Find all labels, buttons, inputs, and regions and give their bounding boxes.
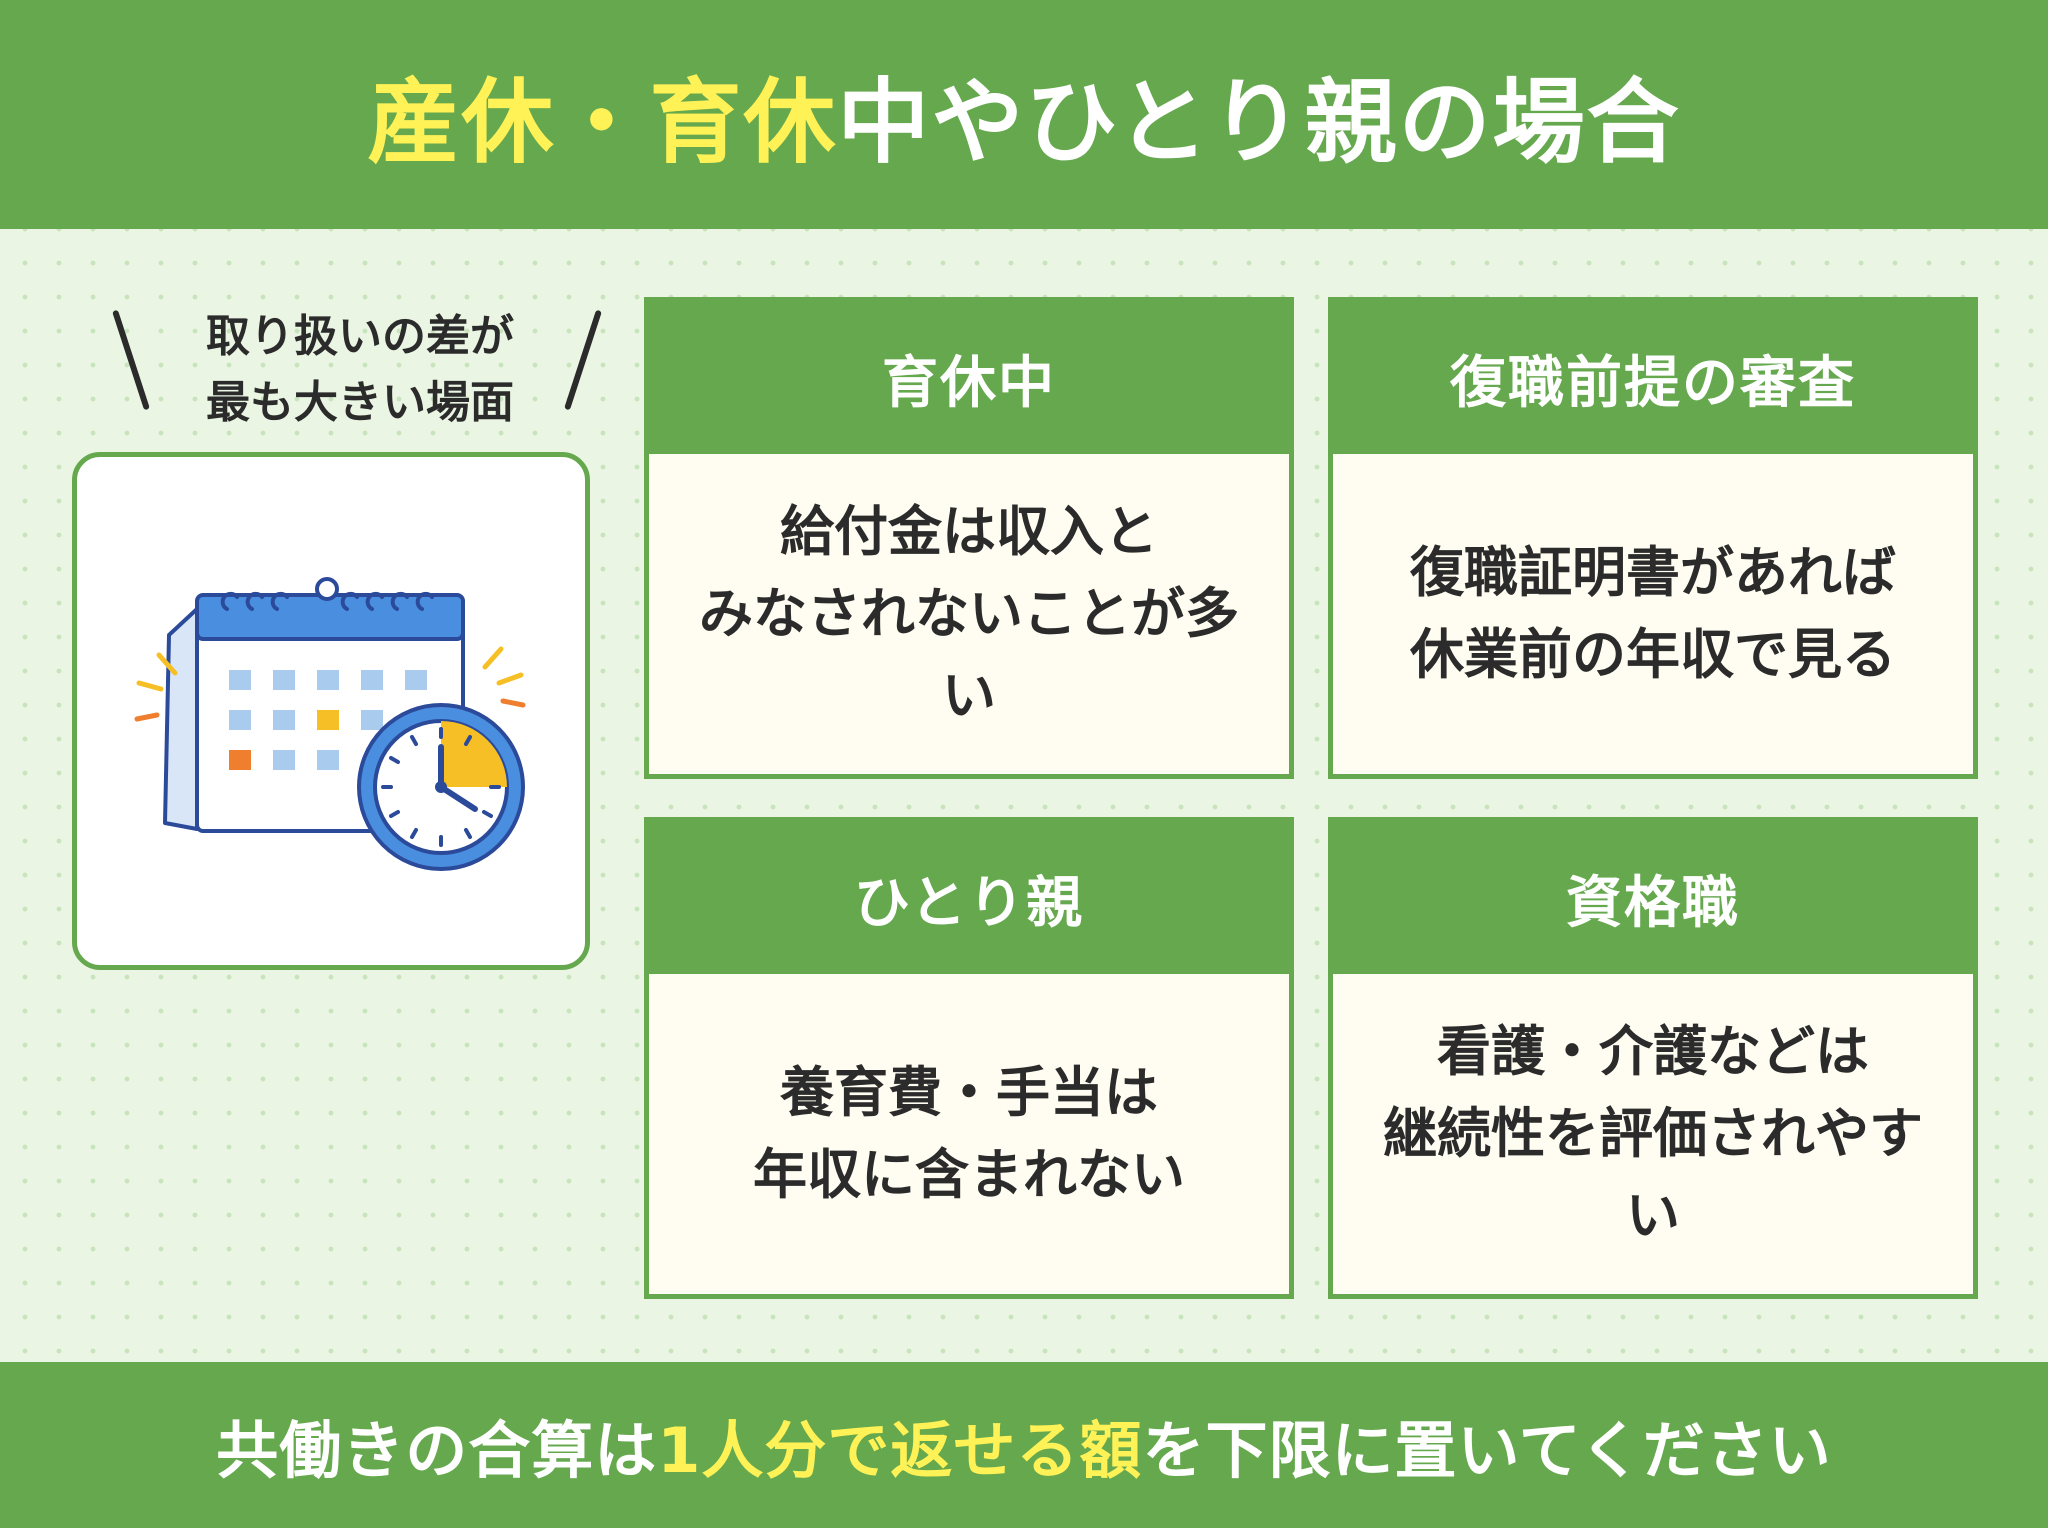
card-line: 給付金は収入と bbox=[780, 500, 1158, 563]
card-line: い bbox=[942, 664, 996, 727]
card-title: 復職前提の審査 bbox=[1333, 302, 1973, 454]
title-separator: ・ bbox=[555, 69, 650, 176]
left-slash-decoration bbox=[112, 309, 150, 411]
title-highlight-1: 産休 bbox=[367, 69, 556, 176]
calendar-clock-icon bbox=[134, 577, 526, 871]
footer-part-1: 共働きの合算は bbox=[216, 1414, 658, 1487]
title-highlight-2: 育休 bbox=[649, 69, 838, 176]
illustration-box bbox=[72, 452, 590, 970]
card-line: 休業前の年収で見る bbox=[1410, 623, 1896, 686]
card-line: 看護・介護などは bbox=[1437, 1020, 1869, 1083]
callout-caption: 取り扱いの差が 最も大きい場面 bbox=[60, 300, 620, 430]
card-body: 看護・介護などは 継続性を評価されやす い bbox=[1333, 974, 1973, 1294]
callout-line-2: 最も大きい場面 bbox=[206, 377, 514, 428]
card-line: 復職証明書があれば bbox=[1410, 541, 1896, 604]
card-line: い bbox=[1626, 1184, 1680, 1247]
card-title: ひとり親 bbox=[649, 822, 1289, 974]
title-rest: 中やひとり親の場合 bbox=[837, 69, 1681, 176]
page-title: 産休・育休中やひとり親の場合 bbox=[367, 48, 1680, 181]
card-line: 養育費・手当は bbox=[780, 1061, 1158, 1124]
footer-highlight: 1人分で返せる額 bbox=[657, 1414, 1143, 1487]
card-ikukyu: 育休中 給付金は収入と みなされないことが多 い bbox=[644, 297, 1294, 779]
header-banner: 産休・育休中やひとり親の場合 bbox=[0, 0, 2048, 229]
card-shikakushoku: 資格職 看護・介護などは 継続性を評価されやす い bbox=[1328, 817, 1978, 1299]
card-line: みなされないことが多 bbox=[699, 582, 1239, 645]
card-fukushoku: 復職前提の審査 復職証明書があれば 休業前の年収で見る bbox=[1328, 297, 1978, 779]
card-body: 給付金は収入と みなされないことが多 い bbox=[649, 454, 1289, 774]
callout-line-1: 取り扱いの差が bbox=[206, 311, 514, 362]
callout-text: 取り扱いの差が 最も大きい場面 bbox=[150, 304, 570, 436]
footer-text: 共働きの合算は1人分で返せる額を下限に置いてください bbox=[216, 1400, 1831, 1490]
footer-part-2: を下限に置いてください bbox=[1142, 1414, 1832, 1487]
card-title: 育休中 bbox=[649, 302, 1289, 454]
footer-banner: 共働きの合算は1人分で返せる額を下限に置いてください bbox=[0, 1362, 2048, 1528]
card-body: 養育費・手当は 年収に含まれない bbox=[649, 974, 1289, 1294]
card-body: 復職証明書があれば 休業前の年収で見る bbox=[1333, 454, 1973, 774]
card-line: 年収に含まれない bbox=[753, 1143, 1185, 1206]
card-line: 継続性を評価されやす bbox=[1383, 1102, 1923, 1165]
card-hitorioya: ひとり親 養育費・手当は 年収に含まれない bbox=[644, 817, 1294, 1299]
card-title: 資格職 bbox=[1333, 822, 1973, 974]
